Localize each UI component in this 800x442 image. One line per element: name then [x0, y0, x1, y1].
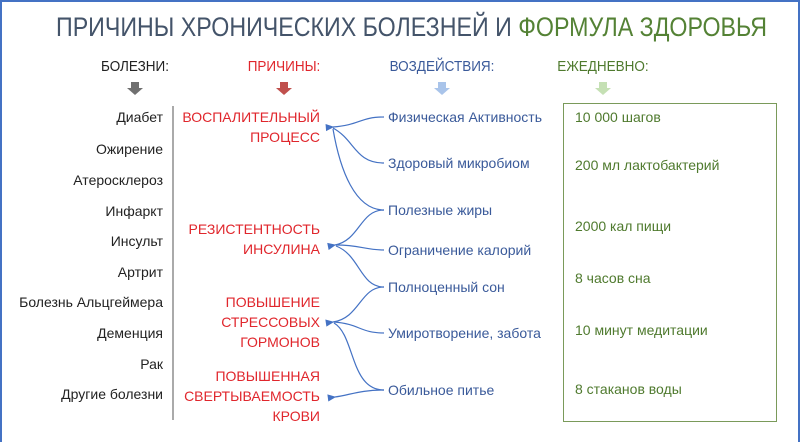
connector [333, 322, 385, 391]
divider-line [172, 106, 174, 420]
header-causes: ПРИЧИНЫ: [247, 58, 321, 75]
daily-item: 2000 кал пищи [575, 218, 672, 234]
disease-item: Ожирение [96, 141, 163, 157]
cause-blood-clotting: ПОВЫШЕННАЯ СВЕРТЫВАЕМОСТЬ КРОВИ [184, 366, 320, 426]
title-part-causes: ПРИЧИНЫ ХРОНИЧЕСКИХ БОЛЕЗНЕЙ И [56, 12, 519, 42]
connector [332, 128, 385, 211]
cause-line: ГОРМОНОВ [240, 334, 320, 350]
disease-item: Болезнь Альцгеймера [19, 294, 163, 310]
cause-line: СВЕРТЫВАЕМОСТЬ [184, 388, 320, 404]
effect-item: Обильное питье [388, 382, 495, 398]
connector [325, 116, 385, 132]
cause-line: ВОСПАЛИТЕЛЬНЫЙ [182, 109, 320, 125]
disease-item: Рак [140, 356, 163, 372]
connector [332, 127, 385, 164]
connector [327, 209, 385, 250]
disease-item: Атеросклероз [73, 172, 163, 188]
cause-inflammation: ВОСПАЛИТЕЛЬНЫЙ ПРОЦЕСС [182, 107, 320, 147]
header-diseases: БОЛЕЗНИ: [101, 58, 169, 75]
cause-stress-hormones: ПОВЫШЕНИЕ СТРЕССОВЫХ ГОРМОНОВ [221, 292, 320, 352]
cause-line: ПОВЫШЕНИЕ [225, 294, 320, 310]
daily-item: 8 часов сна [575, 270, 651, 286]
connector [327, 389, 385, 402]
daily-item: 8 стаканов воды [575, 381, 682, 397]
effect-item: Полезные жиры [388, 202, 493, 218]
cause-line: РЕЗИСТЕНТНОСТЬ [188, 221, 320, 237]
disease-item: Деменция [97, 325, 163, 341]
daily-item: 10 000 шагов [575, 109, 661, 125]
disease-item: Инсульт [110, 233, 163, 249]
cause-line: ИНСУЛИНА [243, 241, 320, 257]
disease-item: Артрит [117, 264, 163, 280]
cause-line: КРОВИ [272, 408, 320, 424]
disease-item: Инфаркт [105, 203, 163, 219]
connector [325, 286, 385, 327]
disease-item: Диабет [116, 109, 163, 125]
effect-item: Здоровый микробиом [388, 155, 530, 171]
cause-line: ПОВЫШЕННАЯ [215, 368, 320, 384]
header-effects: ВОЗДЕЙСТВИЯ: [389, 58, 495, 75]
connector [335, 245, 385, 288]
daily-item: 10 минут медитации [575, 322, 708, 338]
disease-item: Другие болезни [61, 386, 163, 402]
connector [333, 321, 385, 334]
effect-item: Умиротворение, забота [388, 325, 541, 341]
cause-line: ПРОЦЕСС [250, 129, 320, 145]
effect-item: Физическая Активность [388, 109, 542, 125]
cause-line: СТРЕССОВЫХ [221, 314, 320, 330]
cause-insulin-resistance: РЕЗИСТЕНТНОСТЬ ИНСУЛИНА [189, 219, 320, 259]
daily-box [563, 103, 777, 422]
connector [335, 244, 385, 251]
title-part-formula: ФОРМУЛА ЗДОРОВЬЯ [518, 12, 767, 42]
page-title: ПРИЧИНЫ ХРОНИЧЕСКИХ БОЛЕЗНЕЙ И ФОРМУЛА З… [56, 12, 767, 43]
effect-item: Полноценный сон [388, 279, 505, 295]
daily-item: 200 мл лактобактерий [575, 157, 720, 173]
header-daily: ЕЖЕДНЕВНО: [557, 58, 649, 75]
effect-item: Ограничение калорий [388, 242, 532, 258]
